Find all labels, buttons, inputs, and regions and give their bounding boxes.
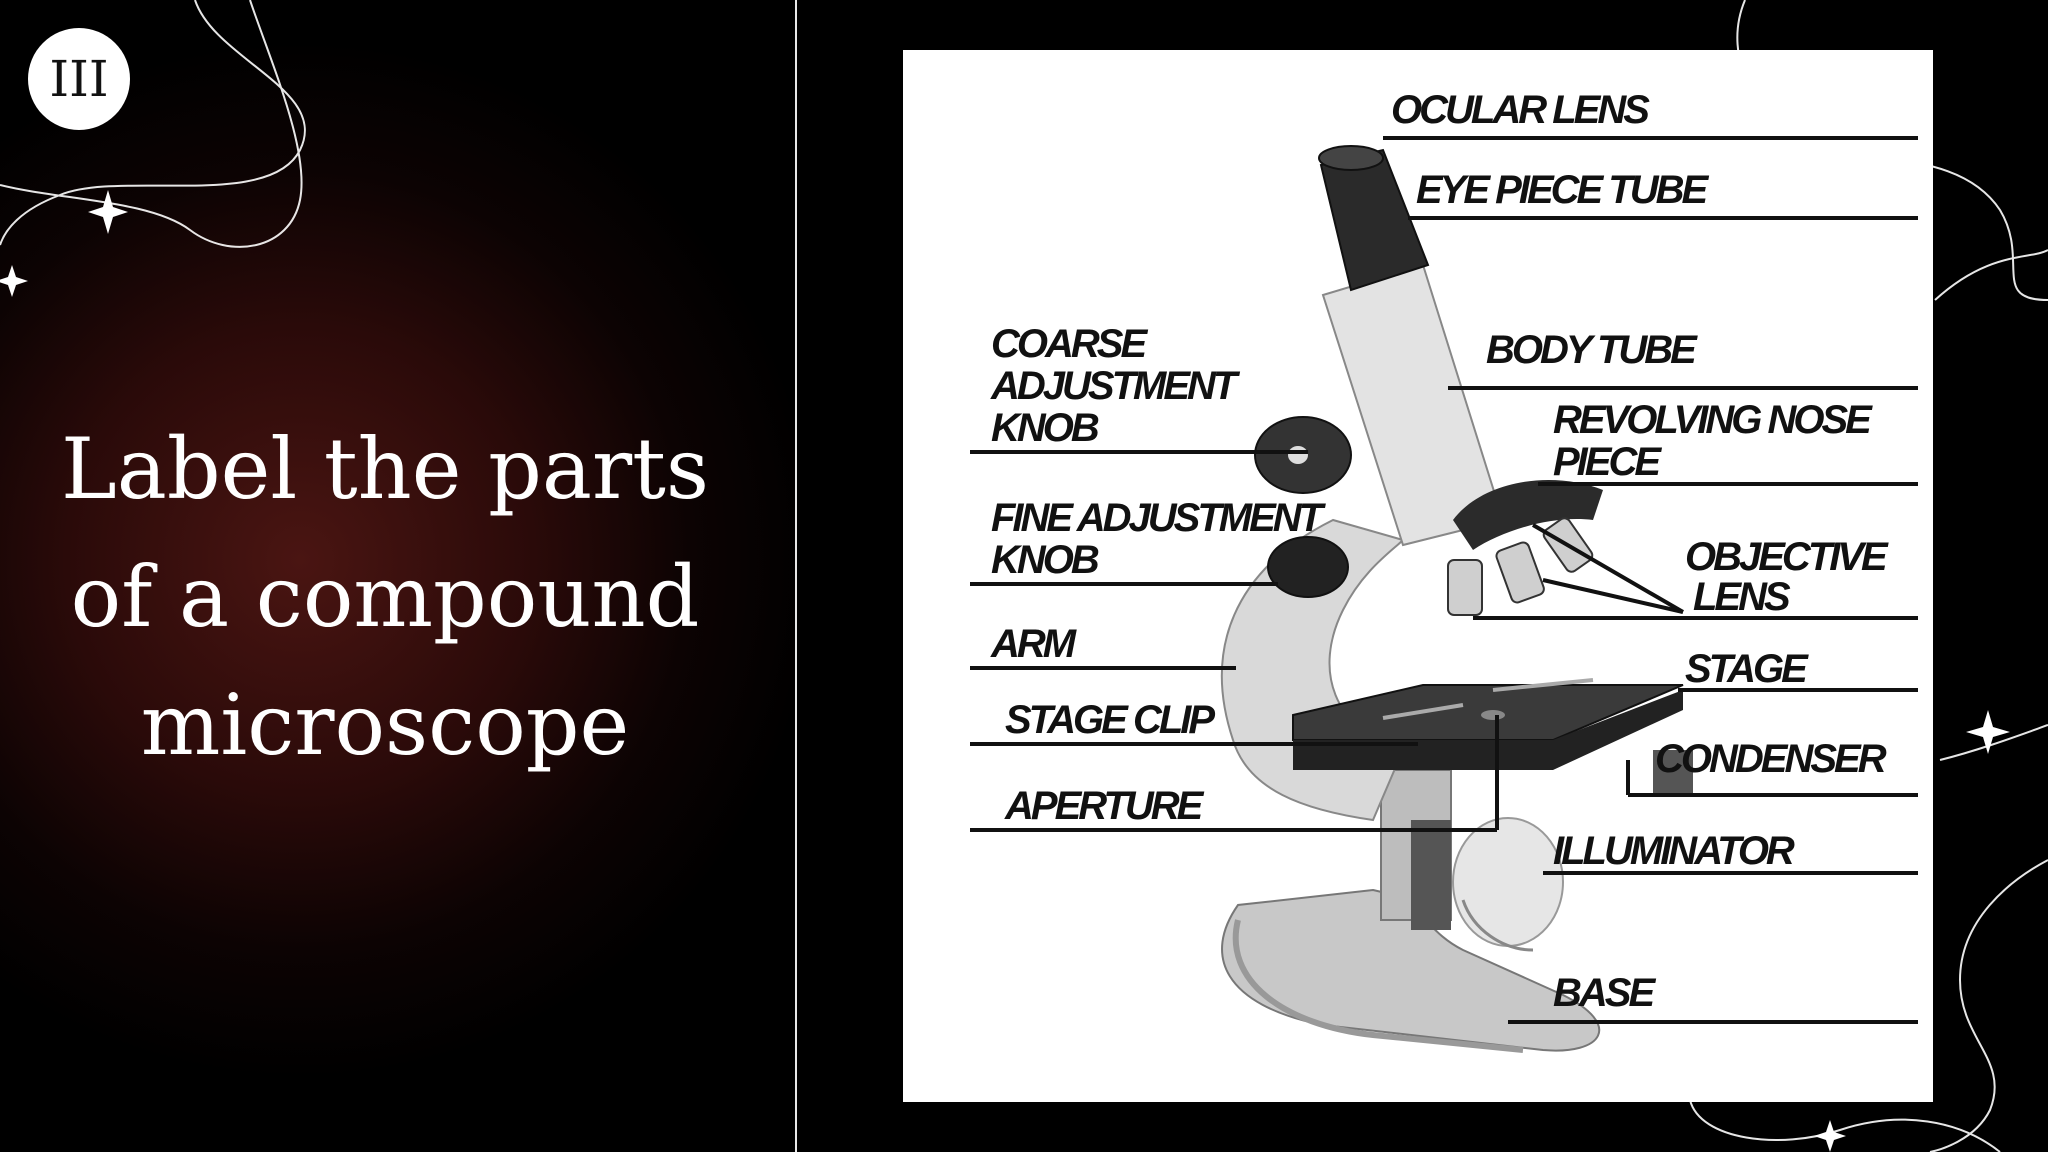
deco-curve — [0, 0, 306, 246]
label-stage: STAGE — [1685, 647, 1809, 691]
pillar-dark — [1411, 820, 1451, 930]
label-fine-adjustment-knob-line2: KNOB — [991, 538, 1099, 582]
label-condenser: CONDENSER — [1655, 737, 1887, 781]
slide-title: Label the parts of a compound microscope — [30, 405, 740, 789]
microscope-diagram: OCULAR LENS EYE PIECE TUBE BODY TUBE REV… — [970, 88, 1918, 1053]
condenser-shape — [1653, 750, 1693, 795]
title-line: of a compound — [70, 548, 700, 646]
base-shadow — [1232, 919, 1524, 1053]
stage-aperture — [1481, 710, 1505, 720]
label-coarse-adjustment-knob-line2: ADJUSTMENT — [990, 364, 1241, 408]
label-revolving-nose-piece-line1: REVOLVING NOSE — [1553, 398, 1873, 442]
label-body-tube: BODY TUBE — [1486, 328, 1698, 372]
microscope-diagram-card: OCULAR LENS EYE PIECE TUBE BODY TUBE REV… — [903, 50, 1933, 1102]
part-labels: OCULAR LENS EYE PIECE TUBE BODY TUBE REV… — [990, 88, 1892, 1015]
deco-curve — [1929, 859, 2048, 1152]
fine-knob — [1267, 536, 1349, 598]
leader-line — [1531, 523, 1685, 614]
deco-curve — [1689, 1099, 2001, 1152]
slide-number-badge: III — [28, 28, 130, 130]
label-aperture: APERTURE — [1004, 784, 1205, 828]
label-coarse-adjustment-knob-line3: KNOB — [991, 406, 1099, 450]
label-coarse-adjustment-knob-line1: COARSE — [991, 322, 1148, 366]
leader-line — [1542, 578, 1684, 614]
label-stage-clip: STAGE CLIP — [1005, 698, 1215, 742]
label-base: BASE — [1553, 971, 1656, 1015]
label-objective-lens-line1: OBJECTIVE — [1685, 535, 1889, 579]
label-illuminator: ILLUMINATOR — [1553, 829, 1795, 873]
label-fine-adjustment-knob-line1: FINE ADJUSTMENT — [991, 496, 1327, 540]
label-revolving-nose-piece-line2: PIECE — [1553, 440, 1662, 484]
stage-clip-shape — [1382, 703, 1464, 720]
deco-curve — [1939, 724, 2048, 761]
revolving-nosepiece — [1453, 480, 1603, 550]
label-eye-piece-tube: EYE PIECE TUBE — [1416, 168, 1710, 212]
title-line: Label the parts — [60, 420, 710, 518]
sparkle-icon — [88, 190, 128, 234]
sparkle-icon — [1814, 1120, 1846, 1152]
divider-line — [795, 0, 797, 1152]
label-ocular-lens: OCULAR LENS — [1391, 88, 1650, 132]
label-objective-lens-line2: LENS — [1693, 575, 1791, 619]
deco-curve — [0, 0, 303, 248]
deco-curve — [1934, 249, 2048, 301]
illuminator-shape — [1452, 817, 1564, 947]
label-arm: ARM — [990, 622, 1078, 666]
objective-lens — [1447, 559, 1483, 616]
objective-lens — [1495, 541, 1545, 604]
ocular-rim — [1318, 145, 1384, 171]
sparkle-icon — [1966, 710, 2010, 754]
title-line: microscope — [140, 676, 630, 774]
sparkle-icon — [0, 265, 28, 297]
leader-lines — [970, 136, 1918, 1024]
